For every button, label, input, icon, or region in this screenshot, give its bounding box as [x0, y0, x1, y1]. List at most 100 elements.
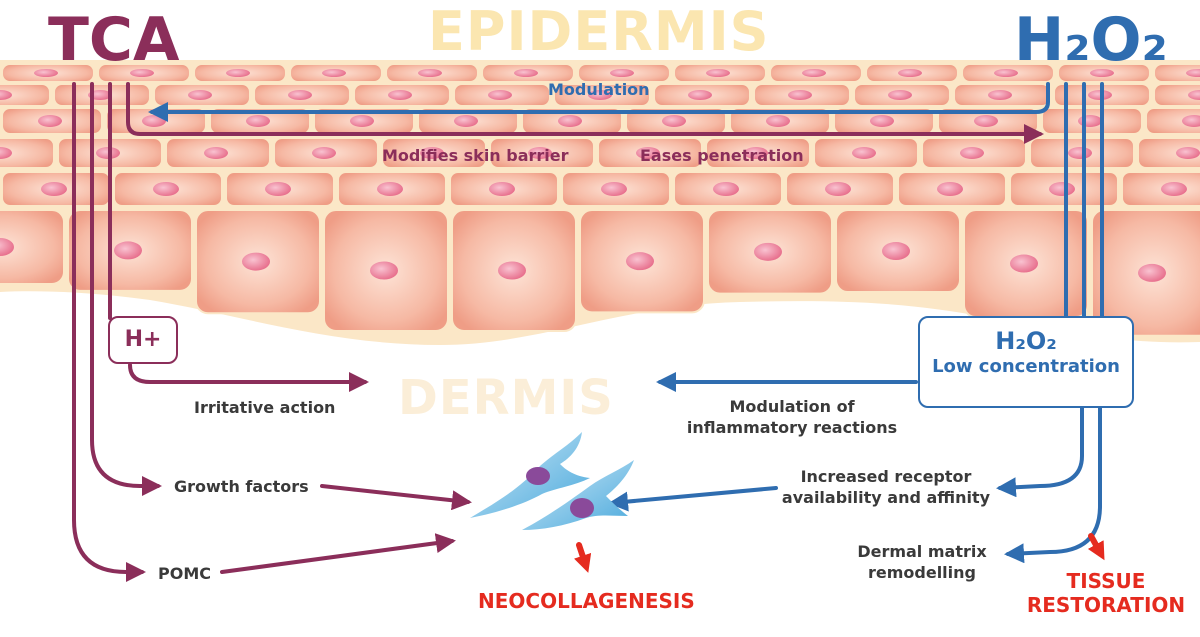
skin-cell-nucleus	[350, 115, 374, 127]
h-plus-label: H+	[124, 327, 162, 352]
skin-cell-nucleus	[937, 182, 963, 196]
skin-cell-nucleus	[588, 90, 612, 100]
fibroblast-cell-1	[470, 432, 590, 518]
dermal-matrix-label: Dermal matrix remodelling	[842, 541, 1002, 583]
skin-cell-nucleus	[960, 147, 984, 159]
skin-cell-nucleus	[988, 90, 1012, 100]
skin-cell-nucleus	[994, 69, 1018, 77]
skin-cell-nucleus	[662, 115, 686, 127]
fibroblast-nucleus-2	[570, 498, 594, 518]
skin-cell-nucleus	[626, 252, 654, 271]
skin-cell-nucleus	[454, 115, 478, 127]
skin-cell-nucleus	[1068, 147, 1092, 159]
skin-cell-nucleus	[974, 115, 998, 127]
h2o2-line-receptor-to-cell	[608, 486, 778, 512]
fibroblast-cells	[470, 432, 634, 530]
skin-cell-nucleus	[1049, 182, 1075, 196]
skin-cell-nucleus	[388, 90, 412, 100]
skin-cell-nucleus	[713, 182, 739, 196]
skin-cell-nucleus	[114, 241, 142, 260]
skin-cell-nucleus	[825, 182, 851, 196]
skin-cell-nucleus	[1078, 115, 1102, 127]
epidermis-label: EPIDERMIS	[428, 0, 770, 63]
skin-cell	[1153, 63, 1200, 83]
skin-cell-nucleus	[418, 69, 442, 77]
skin-cell-nucleus	[528, 147, 552, 159]
modulation-inflammatory-label: Modulation of inflammatory reactions	[676, 396, 908, 438]
skin-cell	[0, 83, 51, 107]
skin-cell-nucleus	[1138, 263, 1166, 282]
skin-cell-nucleus	[226, 69, 250, 77]
tca-line-barrier	[126, 82, 1044, 144]
skin-cell-nucleus	[558, 115, 582, 127]
skin-cell-nucleus	[898, 69, 922, 77]
skin-cells	[0, 63, 1200, 337]
skin-cell-nucleus	[41, 182, 67, 196]
pomc-label: POMC	[158, 564, 211, 583]
h-plus-box: H+	[108, 316, 178, 364]
h2o2-line-receptor	[996, 406, 1084, 498]
skin-cell-nucleus	[766, 115, 790, 127]
neocollagenesis-arrow	[574, 542, 592, 573]
fibroblast-nucleus-1	[526, 467, 550, 485]
tca-line-pomc-to-cell	[220, 533, 456, 574]
skin-cell-nucleus	[420, 147, 444, 159]
skin-cell-nucleus	[1176, 147, 1200, 159]
skin-cell-nucleus	[744, 147, 768, 159]
skin-cell-nucleus	[38, 115, 62, 127]
skin-cell	[0, 209, 65, 285]
skin-cell-nucleus	[754, 242, 782, 261]
skin-cell-nucleus	[34, 69, 58, 77]
skin-cell-nucleus	[852, 147, 876, 159]
receptor-line-2: availability and affinity	[781, 488, 991, 507]
skin-cell-nucleus	[788, 90, 812, 100]
fibroblast-cell-2	[522, 460, 634, 530]
skin-cell-nucleus	[601, 182, 627, 196]
skin-cell-nucleus	[489, 182, 515, 196]
tissue-restoration-line-2: RESTORATION	[1026, 593, 1186, 617]
tca-title: TCA	[48, 5, 180, 75]
skin-cell-nucleus	[1186, 69, 1200, 77]
skin-cell	[0, 137, 55, 169]
skin-cell-nucleus	[488, 90, 512, 100]
skin-cell-nucleus	[153, 182, 179, 196]
skin-cell-nucleus	[242, 252, 270, 271]
skin-cell-nucleus	[0, 90, 12, 100]
neocollagenesis-label: NEOCOLLAGENESIS	[478, 589, 695, 613]
skin-cell-nucleus	[882, 242, 910, 261]
modulation-inflammatory-line-1: Modulation of	[729, 397, 855, 416]
dermis-label: DERMIS	[398, 370, 614, 426]
modifies-skin-barrier-label: Modifies skin barrier	[382, 146, 569, 165]
h2o2-box-formula: H₂O₂	[995, 327, 1057, 355]
h2o2-title: H₂O₂	[1014, 5, 1168, 75]
eases-penetration-label: Eases penetration	[640, 146, 804, 165]
modulation-label: Modulation	[548, 80, 650, 99]
skin-cell	[1137, 137, 1200, 169]
skin-cell-nucleus	[1188, 90, 1200, 100]
skin-cell-nucleus	[706, 69, 730, 77]
skin-cell-nucleus	[246, 115, 270, 127]
skin-cell-nucleus	[370, 261, 398, 280]
skin-cell-nucleus	[802, 69, 826, 77]
skin-cell-nucleus	[0, 147, 12, 159]
skin-cell-nucleus	[288, 90, 312, 100]
skin-cell-nucleus	[0, 238, 14, 256]
receptor-label: Increased receptor availability and affi…	[774, 466, 998, 508]
skin-cell-nucleus	[888, 90, 912, 100]
skin-cell-nucleus	[870, 115, 894, 127]
skin-cell	[1145, 107, 1200, 135]
skin-cell-nucleus	[322, 69, 346, 77]
skin-cell-nucleus	[377, 182, 403, 196]
tca-line-irritative	[128, 363, 369, 392]
tca-line-growth-to-cell	[320, 484, 472, 511]
skin-cell-nucleus	[636, 147, 660, 159]
skin-cell-nucleus	[610, 69, 634, 77]
receptor-line-1: Increased receptor	[800, 467, 972, 486]
skin-cell-nucleus	[1161, 182, 1187, 196]
tissue-restoration-line-1: TISSUE	[1066, 569, 1146, 593]
skin-cell-nucleus	[1010, 254, 1038, 273]
h2o2-box-subtitle: Low concentration	[932, 356, 1120, 377]
tissue-restoration-label: TISSUE RESTORATION	[1024, 569, 1188, 617]
tca-line-growth	[90, 82, 162, 496]
